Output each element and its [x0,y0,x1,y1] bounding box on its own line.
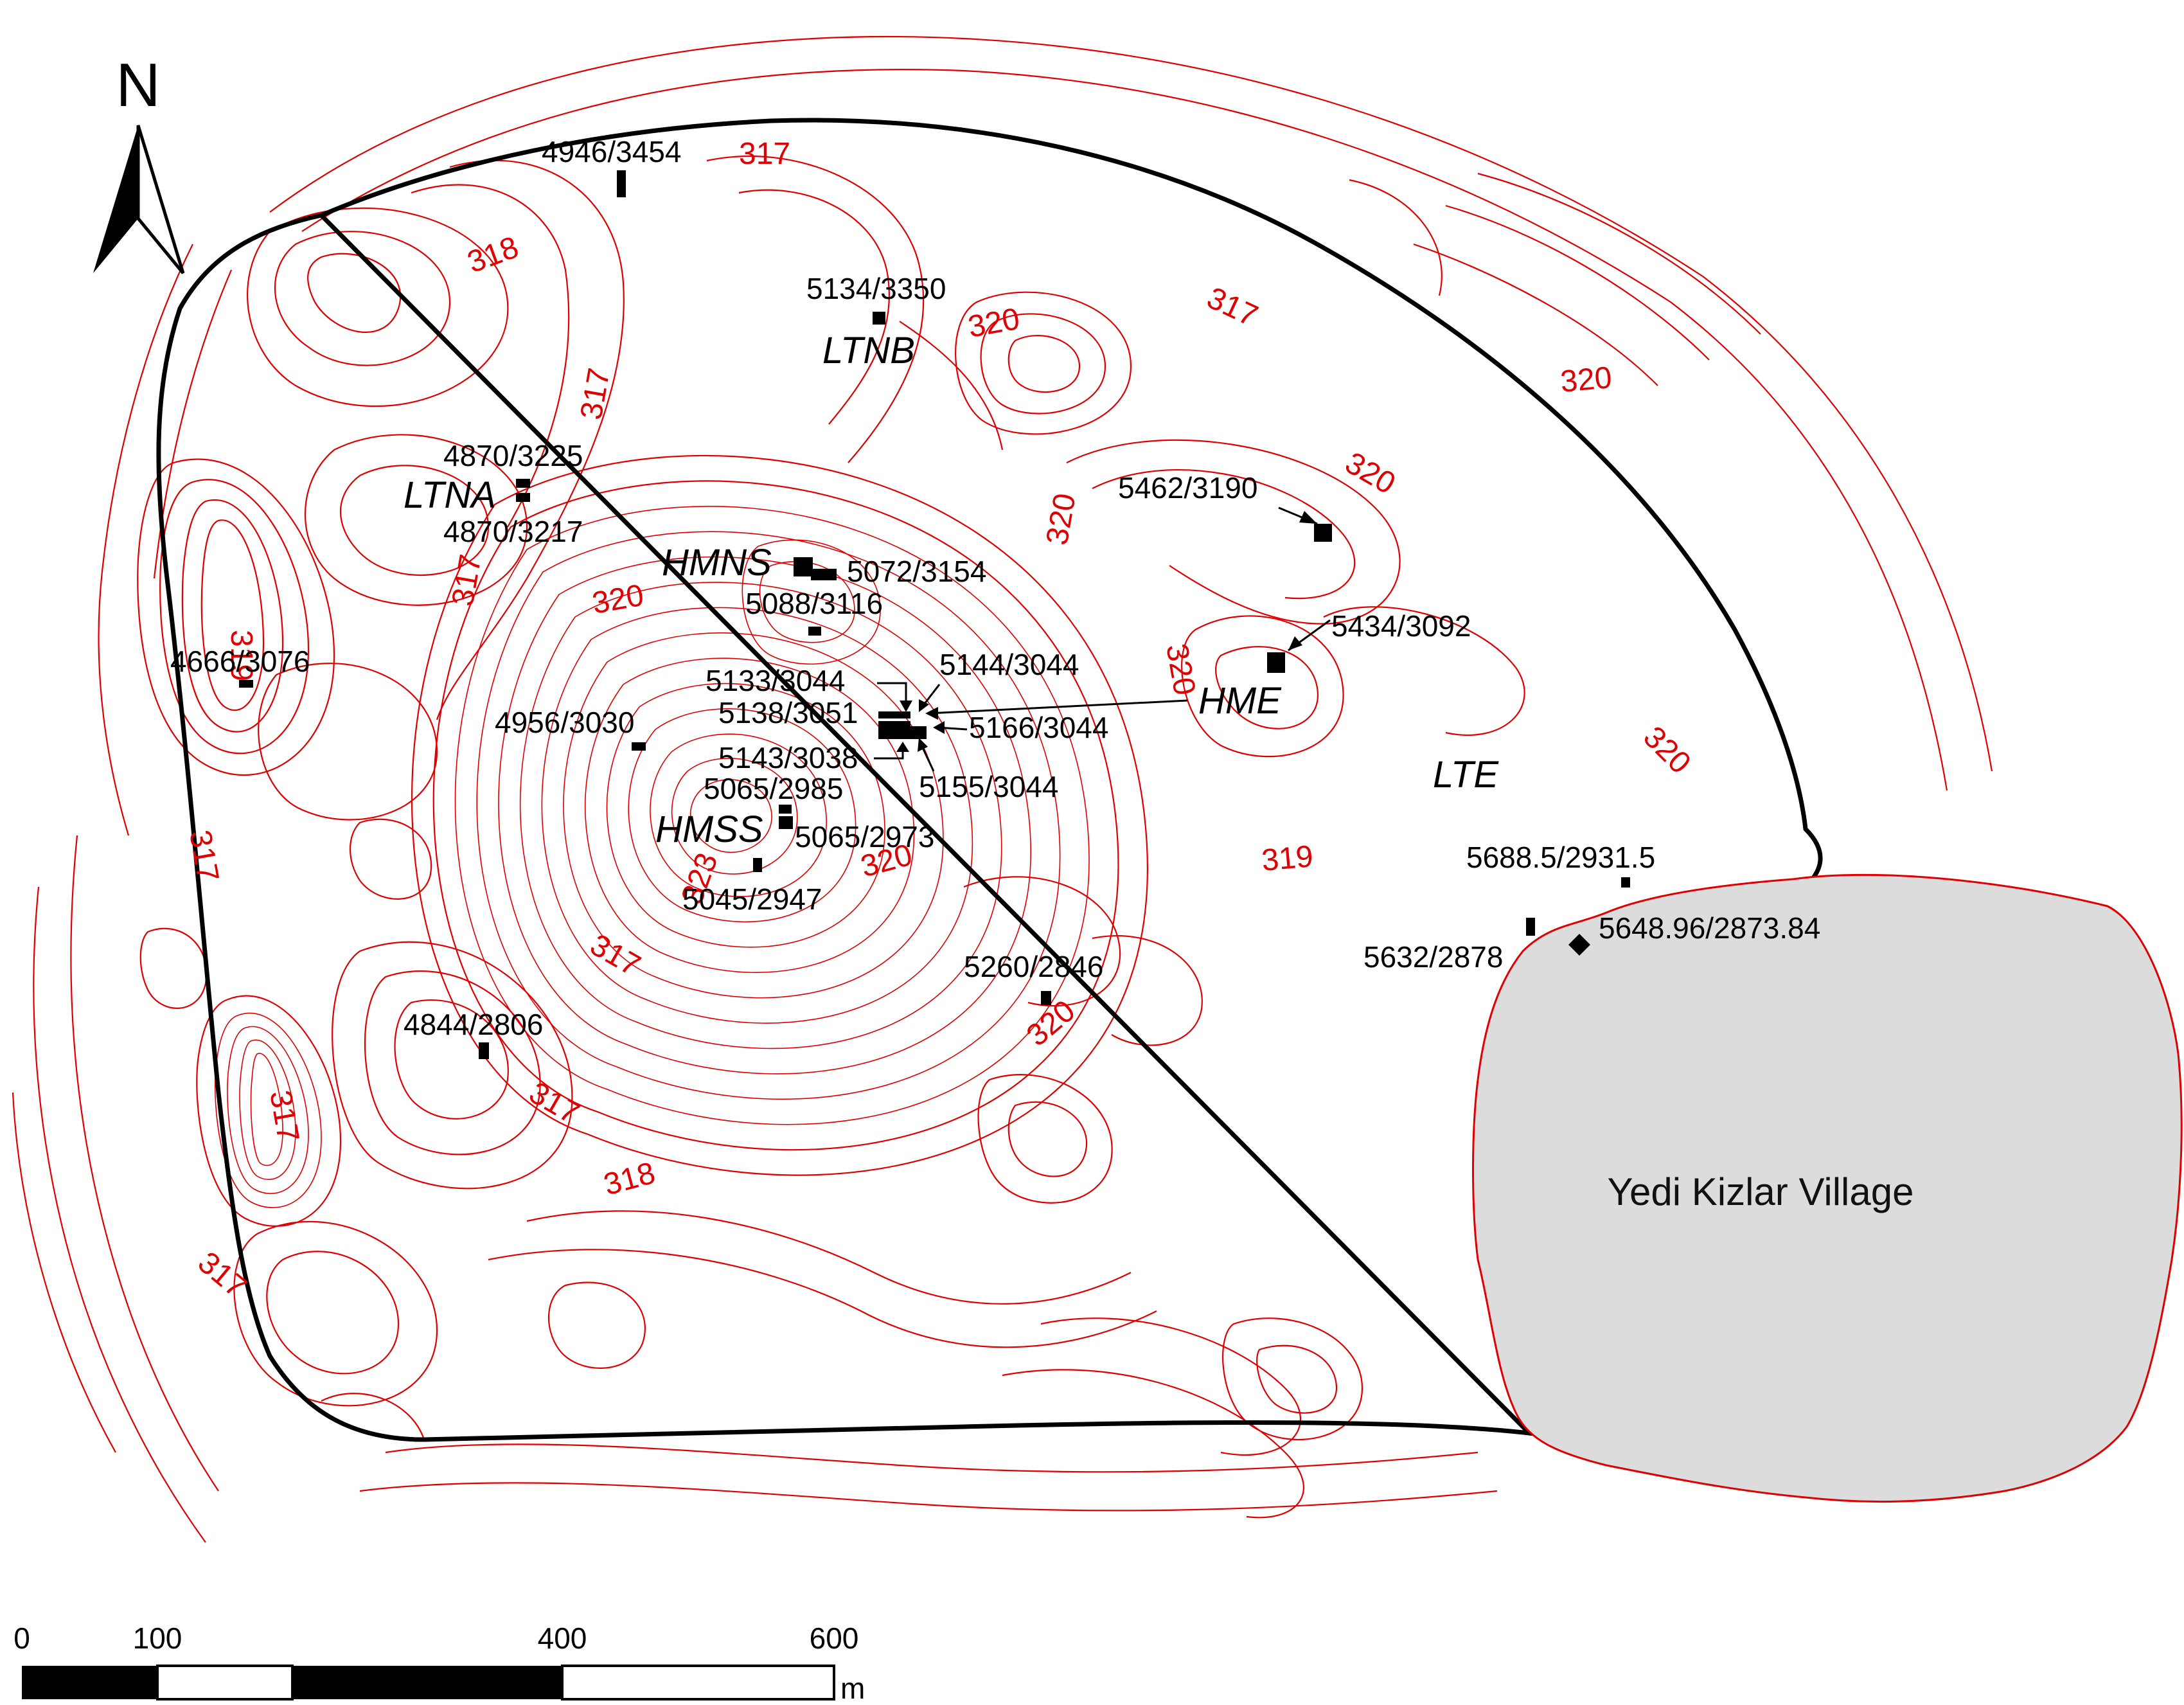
point-marker [1526,918,1535,936]
elevation-label: 317 [446,552,488,609]
point-marker [873,312,885,325]
north-arrow: N [93,51,185,274]
north-arrow-right-icon [136,125,185,274]
point-marker [1041,991,1051,1005]
point-marker [516,493,530,502]
elevation-label: 320 [590,578,646,621]
elevation-label: 317 [191,1245,253,1305]
scale-tick-label: 0 [13,1621,30,1655]
elevation-label: 317 [1202,281,1263,334]
point-marker [878,726,927,739]
point-marker [1621,877,1630,888]
elevation-label: 317 [585,928,646,983]
point-marker [516,479,530,488]
point-marker [808,627,821,636]
zone-label-hmns: HMNS [662,542,772,584]
north-arrow-left-icon [93,125,138,273]
scale-segment [292,1666,562,1699]
point-label: 4870/3217 [443,515,583,548]
point-marker [1314,524,1332,542]
scale-bar: 0 100 400 600 m [13,1621,865,1705]
point-label: 4956/3030 [495,706,634,739]
point-label: 5166/3044 [969,711,1108,744]
elevation-labels: 317 318 317 317 319 320 317 323 320 317 … [182,137,1697,1305]
point-label: 5072/3154 [847,555,986,588]
point-label: 5434/3092 [1331,609,1471,643]
point-marker [479,1042,489,1059]
point-marker [878,721,910,727]
elevation-label: 319 [1260,839,1314,878]
scale-segment [561,1665,835,1701]
point-label: 5143/3038 [718,741,858,774]
village-label: Yedi Kizlar Village [1608,1170,1914,1213]
point-label: 5648.96/2873.84 [1599,911,1820,945]
elevation-label: 320 [1340,446,1401,501]
scale-tick-label: 600 [810,1621,859,1655]
point-marker [779,816,793,829]
zone-labels: LTNB LTNA HMNS HME LTE HMSS [404,330,1499,850]
zone-label-hme: HME [1198,680,1282,722]
elevation-label: 317 [574,366,617,422]
point-labels: 4946/3454 5134/3350 4870/3225 4870/3217 … [170,135,1820,1041]
point-markers [239,170,1630,1059]
point-marker [779,805,792,814]
point-marker [1267,652,1285,673]
elevation-label: 320 [1559,361,1613,399]
elevation-label: 320 [1637,720,1697,780]
point-label: 5260/2846 [964,950,1103,983]
point-label: 5134/3350 [806,272,946,305]
contour-lines [12,35,1993,1543]
scale-segment [156,1665,294,1701]
zone-label-hmss: HMSS [655,808,763,850]
elevation-label: 317 [263,1088,305,1145]
point-label: 4844/2806 [404,1008,543,1041]
point-label: 4666/3076 [170,645,310,678]
point-label: 4946/3454 [542,135,681,168]
point-label: 5462/3190 [1118,471,1257,504]
point-marker [811,569,837,580]
point-label: 5065/2985 [704,772,843,805]
point-marker [239,680,253,688]
point-marker [794,557,813,576]
point-label: 5088/3116 [745,587,883,620]
point-label: 5155/3044 [919,770,1058,803]
point-label: 5138/3051 [718,696,858,729]
point-marker [1568,934,1590,956]
elevation-label: 318 [463,230,523,280]
point-label: 5045/2947 [682,882,822,916]
zone-label-ltnb: LTNB [822,330,915,371]
scale-unit: m [840,1672,865,1705]
point-label: 5632/2878 [1363,940,1503,974]
elevation-label: 319 [224,630,258,681]
leader-lines [874,506,1331,772]
point-marker [617,170,626,197]
north-label: N [116,51,160,120]
point-label: 5688.5/2931.5 [1466,841,1655,874]
elevation-label: 317 [182,828,225,884]
point-label: 4870/3225 [443,439,583,472]
site-boundary [156,118,1823,1442]
elevation-label: 320 [1159,641,1202,698]
point-label: 5133/3044 [706,664,845,697]
scale-tick-label: 100 [133,1621,182,1655]
point-marker [632,742,646,751]
elevation-label: 318 [600,1156,659,1202]
point-marker [878,711,910,719]
elevation-label: 320 [966,302,1022,344]
scale-tick-label: 400 [538,1621,587,1655]
zone-label-lte: LTE [1433,754,1499,796]
elevation-label: 317 [739,137,790,171]
zone-label-ltna: LTNA [404,474,496,516]
elevation-label: 320 [1040,491,1083,548]
village-area [1472,873,2183,1503]
scale-segment [22,1666,157,1699]
elevation-label: 317 [524,1076,585,1131]
point-marker [753,858,762,872]
point-label: 5065/2973 [795,820,934,853]
point-label: 5144/3044 [939,648,1079,681]
